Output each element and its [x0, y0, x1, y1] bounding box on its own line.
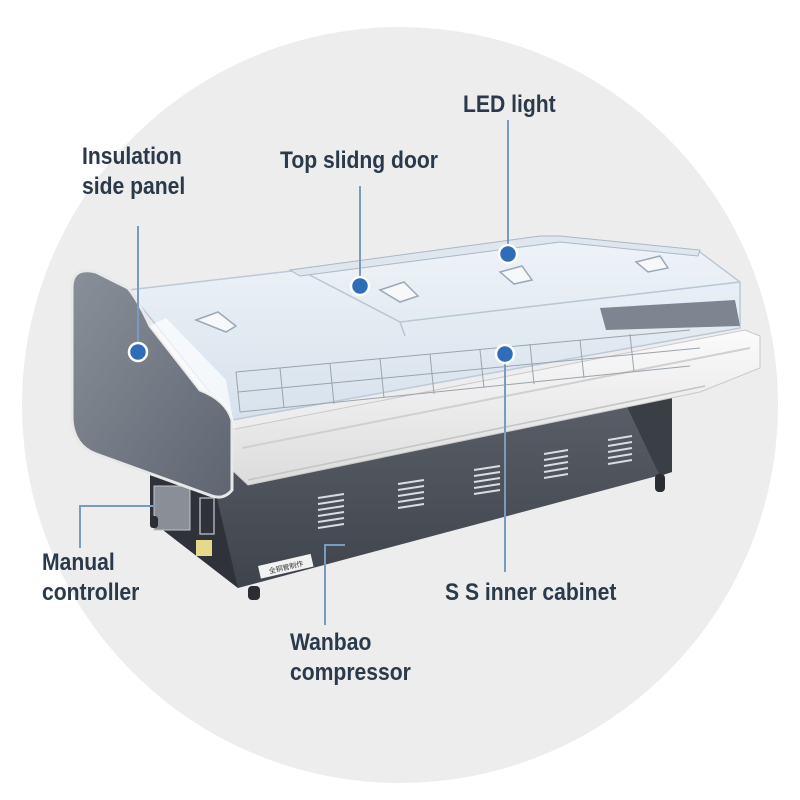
- manual-label-line2: controller: [42, 579, 140, 606]
- manual-controller-label: Manual controller: [42, 548, 139, 608]
- led-rail: [288, 235, 701, 277]
- insulation-label-line2: side panel: [82, 173, 186, 200]
- top-door-label-text: Top slidng door: [280, 147, 438, 174]
- lower-cabinet: [150, 392, 672, 588]
- insulation-label-line1: Insulation: [82, 143, 182, 170]
- manual-controller-box: [153, 485, 191, 531]
- manual-label-line1: Manual: [42, 549, 115, 576]
- door-handles: [193, 255, 670, 333]
- vent-grilles: [317, 435, 633, 529]
- display-case: 全铜管制作: [70, 235, 761, 600]
- ss-cabinet-label-text: S S inner cabinet: [445, 579, 617, 606]
- leader-lines: [79, 120, 509, 625]
- callout-dots: [127, 243, 519, 365]
- compressor-label-line2: compressor: [290, 659, 411, 686]
- insulation-side-panel-label: Insulation side panel: [82, 142, 185, 202]
- front-body: [229, 329, 761, 486]
- insulation-side-panel: [70, 269, 234, 499]
- compressor-label-line1: Wanbao: [290, 629, 372, 656]
- led-light-label-text: LED light: [463, 91, 556, 118]
- top-door-dot: [349, 275, 371, 297]
- led-light-label: LED light: [463, 90, 556, 120]
- ss-inner-cabinet-label: S S inner cabinet: [445, 578, 616, 608]
- compressor-label: Wanbao compressor: [290, 628, 411, 688]
- wire-shelf: [235, 329, 701, 413]
- castors: [150, 474, 665, 600]
- copper-tube-sticker: [258, 553, 314, 579]
- top-sliding-door-label: Top slidng door: [280, 146, 438, 176]
- end-window: [600, 300, 740, 330]
- ss-cabinet-dot: [494, 343, 516, 365]
- led-light-dot: [497, 243, 519, 265]
- insulation-panel-dot: [127, 341, 149, 363]
